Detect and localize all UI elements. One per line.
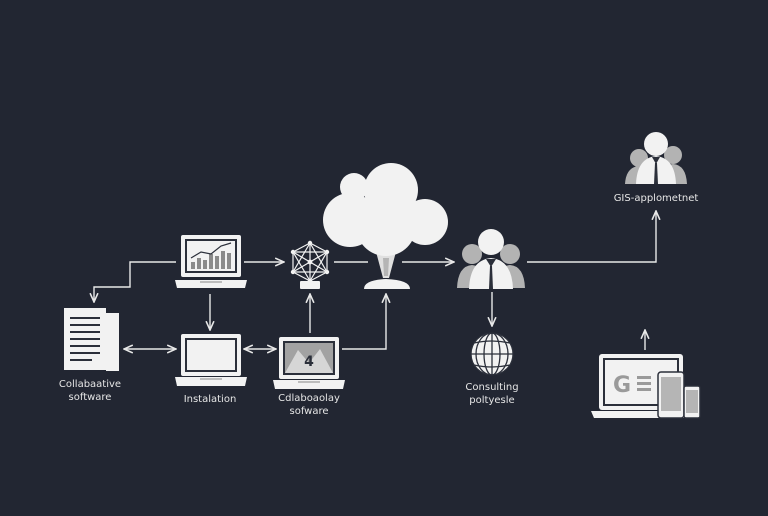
team-icon [625, 132, 687, 184]
label-gis-team: GIS-applometnet [596, 192, 716, 205]
network-mesh-icon [290, 240, 330, 289]
label-globe-line2: poltyesle [469, 395, 515, 406]
label-collab-line2: sofware [289, 406, 329, 417]
document-icon [64, 308, 119, 371]
devices-icon: G [591, 354, 701, 419]
label-document-line1: Collabaative [58, 379, 122, 390]
label-collab: Cdlaboaolay sofware [259, 392, 359, 418]
connector-collab-to-cloud [342, 294, 386, 350]
user-group-icon [457, 229, 525, 289]
label-installation: Instalation [160, 393, 260, 406]
laptop-icon [175, 334, 247, 386]
globe-icon [470, 332, 514, 376]
connector-chart-to-document [94, 261, 176, 302]
chart-laptop-icon [175, 235, 247, 288]
label-installation-line1: Instalation [183, 394, 237, 405]
label-globe: Consulting poltyesle [432, 381, 552, 407]
label-collab-line1: Cdlaboaolay [278, 393, 340, 404]
label-document: Collabaative software [40, 378, 140, 404]
label-document-line2: software [68, 392, 112, 403]
label-globe-line1: Consulting [465, 382, 519, 393]
cloud-icon [323, 163, 448, 289]
connector-users-to-gis [527, 211, 656, 263]
collab-laptop-icon: 4 [273, 337, 345, 389]
label-gis-team-line1: GIS-applometnet [613, 193, 699, 204]
devices-screen-text: G [613, 373, 631, 398]
connectors [94, 211, 656, 350]
collab-screen-text: 4 [304, 354, 314, 370]
